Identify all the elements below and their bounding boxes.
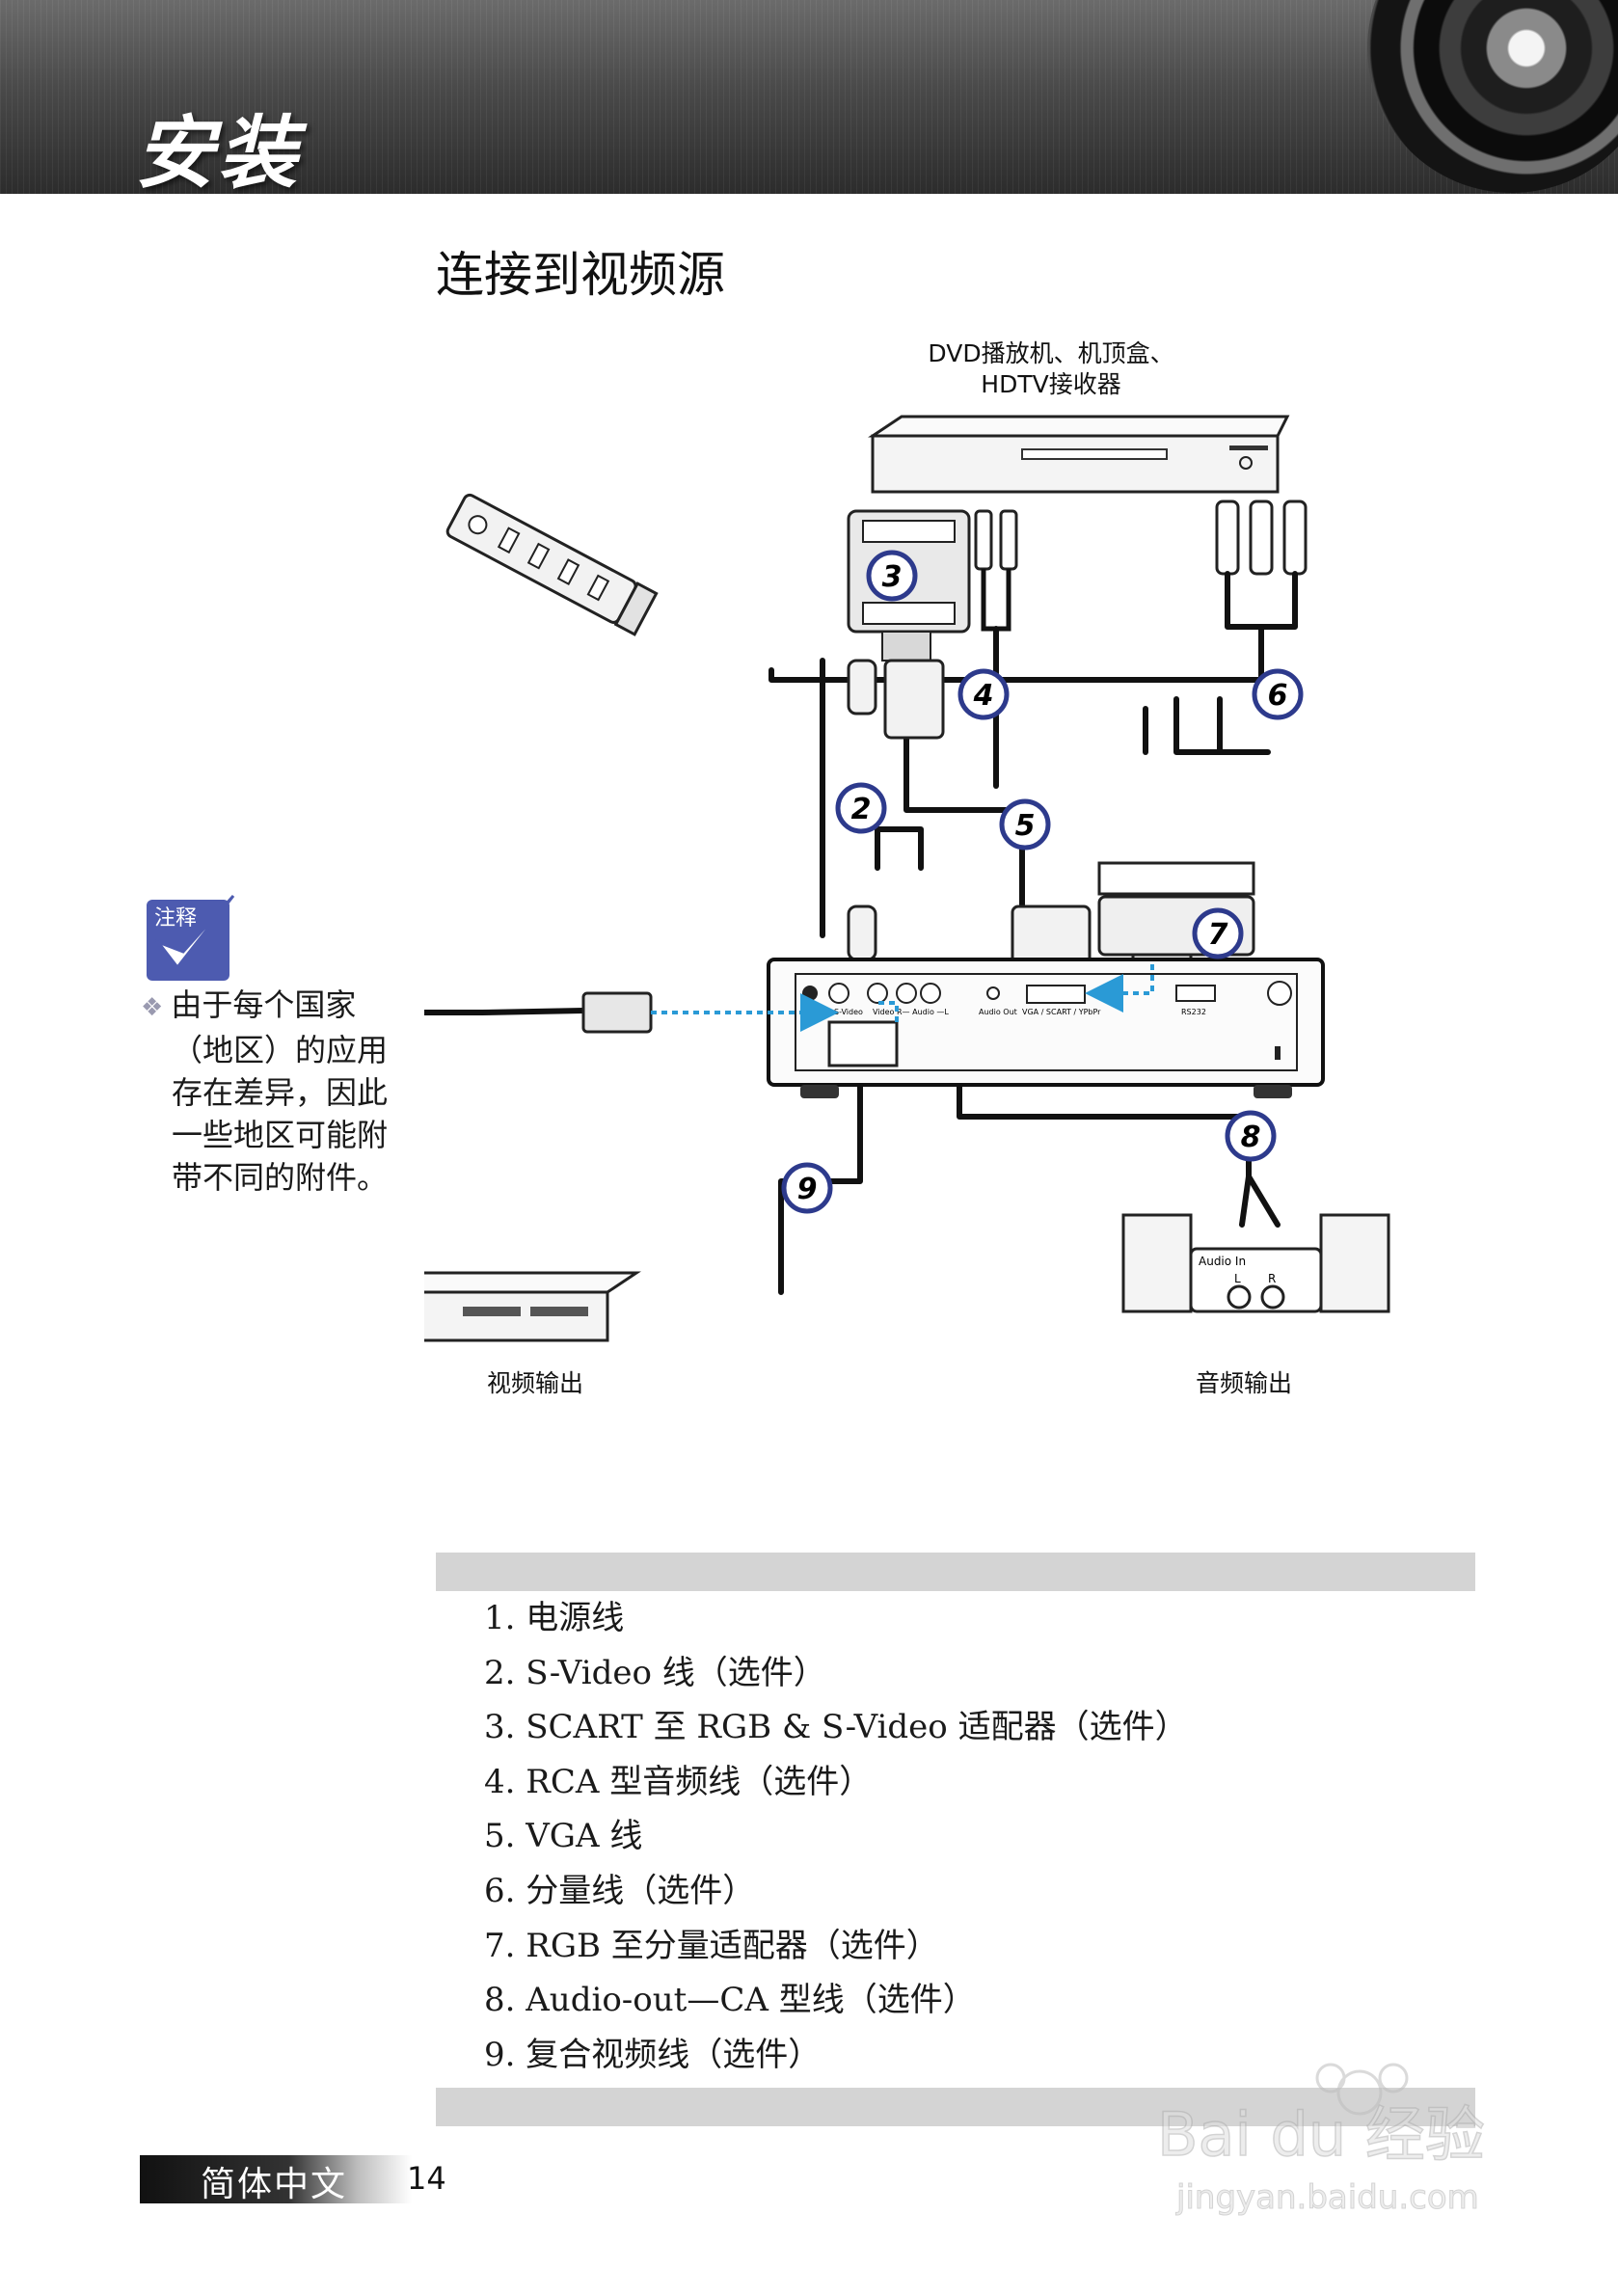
dvd-player-icon — [868, 415, 1290, 494]
list-item: 5. VGA 线 — [484, 1817, 643, 1856]
callout-2: 2 — [835, 782, 887, 834]
port-audio-label: R— Audio —L — [897, 1008, 949, 1016]
list-item: 9. 复合视频线（选件） — [484, 2035, 822, 2074]
note-line: 一些地区可能附 — [172, 1117, 389, 1153]
section-title: 连接到视频源 — [436, 247, 725, 303]
svg-text:4: 4 — [973, 679, 994, 713]
footer-language: 简体中文 — [201, 2165, 348, 2204]
baidu-watermark-logo: Bai du 经验 jingyan.baidu.com — [1156, 2063, 1486, 2218]
svg-text:2: 2 — [851, 793, 872, 826]
note-text: ❖由于每个国家 （地区）的应用 存在差异，因此 一些地区可能附 带不同的附件。 — [141, 984, 430, 1199]
source-caption-line2: HDTV接收器 — [981, 370, 1120, 398]
note-checkmark-icon: 注释 — [147, 894, 235, 981]
port-vga-label: VGA / SCART / YPbPr — [1022, 1008, 1101, 1016]
callout-6: 6 — [1252, 668, 1304, 720]
port-svideo-label: S-Video — [834, 1008, 863, 1016]
callout-8: 8 — [1225, 1110, 1277, 1162]
callout-3: 3 — [866, 550, 918, 602]
svg-text:3: 3 — [882, 560, 903, 594]
audio-in-label: Audio In — [1199, 1255, 1246, 1268]
page-number: 14 — [407, 2160, 446, 2197]
list-item: 6. 分量线（选件） — [484, 1871, 756, 1910]
note-line: （地区）的应用 — [172, 1032, 389, 1068]
port-rs232-label: RS232 — [1181, 1008, 1206, 1016]
svg-text:9: 9 — [797, 1173, 818, 1206]
source-caption-line1: DVD播放机、机顶盒、 — [928, 339, 1173, 367]
connection-diagram: DVD播放机、机顶盒、 HDTV接收器 — [424, 339, 1390, 1397]
list-item: 2. S-Video 线（选件） — [484, 1653, 826, 1692]
list-item: 3. SCART 至 RGB & S-Video 适配器（选件） — [484, 1708, 1188, 1747]
projector-rear-panel-icon: USB S-Video Video R— Audio —L Audio Out … — [767, 958, 1325, 1098]
speakers-icon — [1121, 1213, 1390, 1313]
callout-7: 7 — [1192, 907, 1244, 959]
iec-connector-icon — [581, 991, 653, 1034]
callout-4: 4 — [957, 668, 1010, 720]
note-line: 存在差异，因此 — [172, 1074, 389, 1111]
svg-text:8: 8 — [1241, 1121, 1261, 1154]
audio-r-label: R — [1268, 1272, 1276, 1285]
audio-l-label: L — [1234, 1272, 1241, 1285]
footer-bar — [140, 2155, 412, 2203]
svideo-connector-icon — [847, 659, 877, 961]
rca-audio-plugs-icon — [974, 509, 1018, 632]
projector-lens-graphic — [1367, 0, 1618, 193]
watermark-brand: Bai du 经验 — [1157, 2099, 1485, 2170]
diamond-bullet-icon: ❖ — [141, 993, 164, 1022]
svg-text:5: 5 — [1015, 809, 1036, 843]
callout-9: 9 — [781, 1162, 833, 1214]
video-out-caption: 视频输出 — [487, 1369, 583, 1397]
port-video-label: Video — [873, 1008, 895, 1016]
video-out-device-icon — [424, 1271, 641, 1342]
audio-out-caption: 音频输出 — [1196, 1369, 1292, 1397]
list-item: 7. RGB 至分量适配器（选件） — [484, 1926, 939, 1965]
power-strip-icon — [445, 493, 659, 636]
component-plugs-icon — [1215, 500, 1308, 576]
page-header: 安装 — [0, 0, 1618, 194]
svg-text:6: 6 — [1268, 679, 1288, 713]
watermark-url: jingyan.baidu.com — [1175, 2178, 1479, 2217]
legend-top-band — [436, 1553, 1475, 1591]
note-line: 由于每个国家 — [171, 986, 357, 1023]
svg-text:7: 7 — [1208, 918, 1228, 952]
cable-legend-list: 1. 电源线 2. S-Video 线（选件） 3. SCART 至 RGB &… — [484, 1591, 1188, 2082]
legend-bottom-band — [436, 2088, 1475, 2126]
chapter-title: 安装 — [135, 108, 301, 194]
note-badge: 注释 — [154, 906, 197, 931]
list-item: 1. 电源线 — [484, 1599, 625, 1637]
note-line: 带不同的附件。 — [172, 1159, 389, 1196]
list-item: 4. RCA 型音频线（选件） — [484, 1762, 873, 1801]
list-item: 8. Audio-out—CA 型线（选件） — [484, 1981, 976, 2020]
callout-5: 5 — [999, 798, 1051, 851]
port-audio-out-label: Audio Out — [979, 1008, 1017, 1016]
